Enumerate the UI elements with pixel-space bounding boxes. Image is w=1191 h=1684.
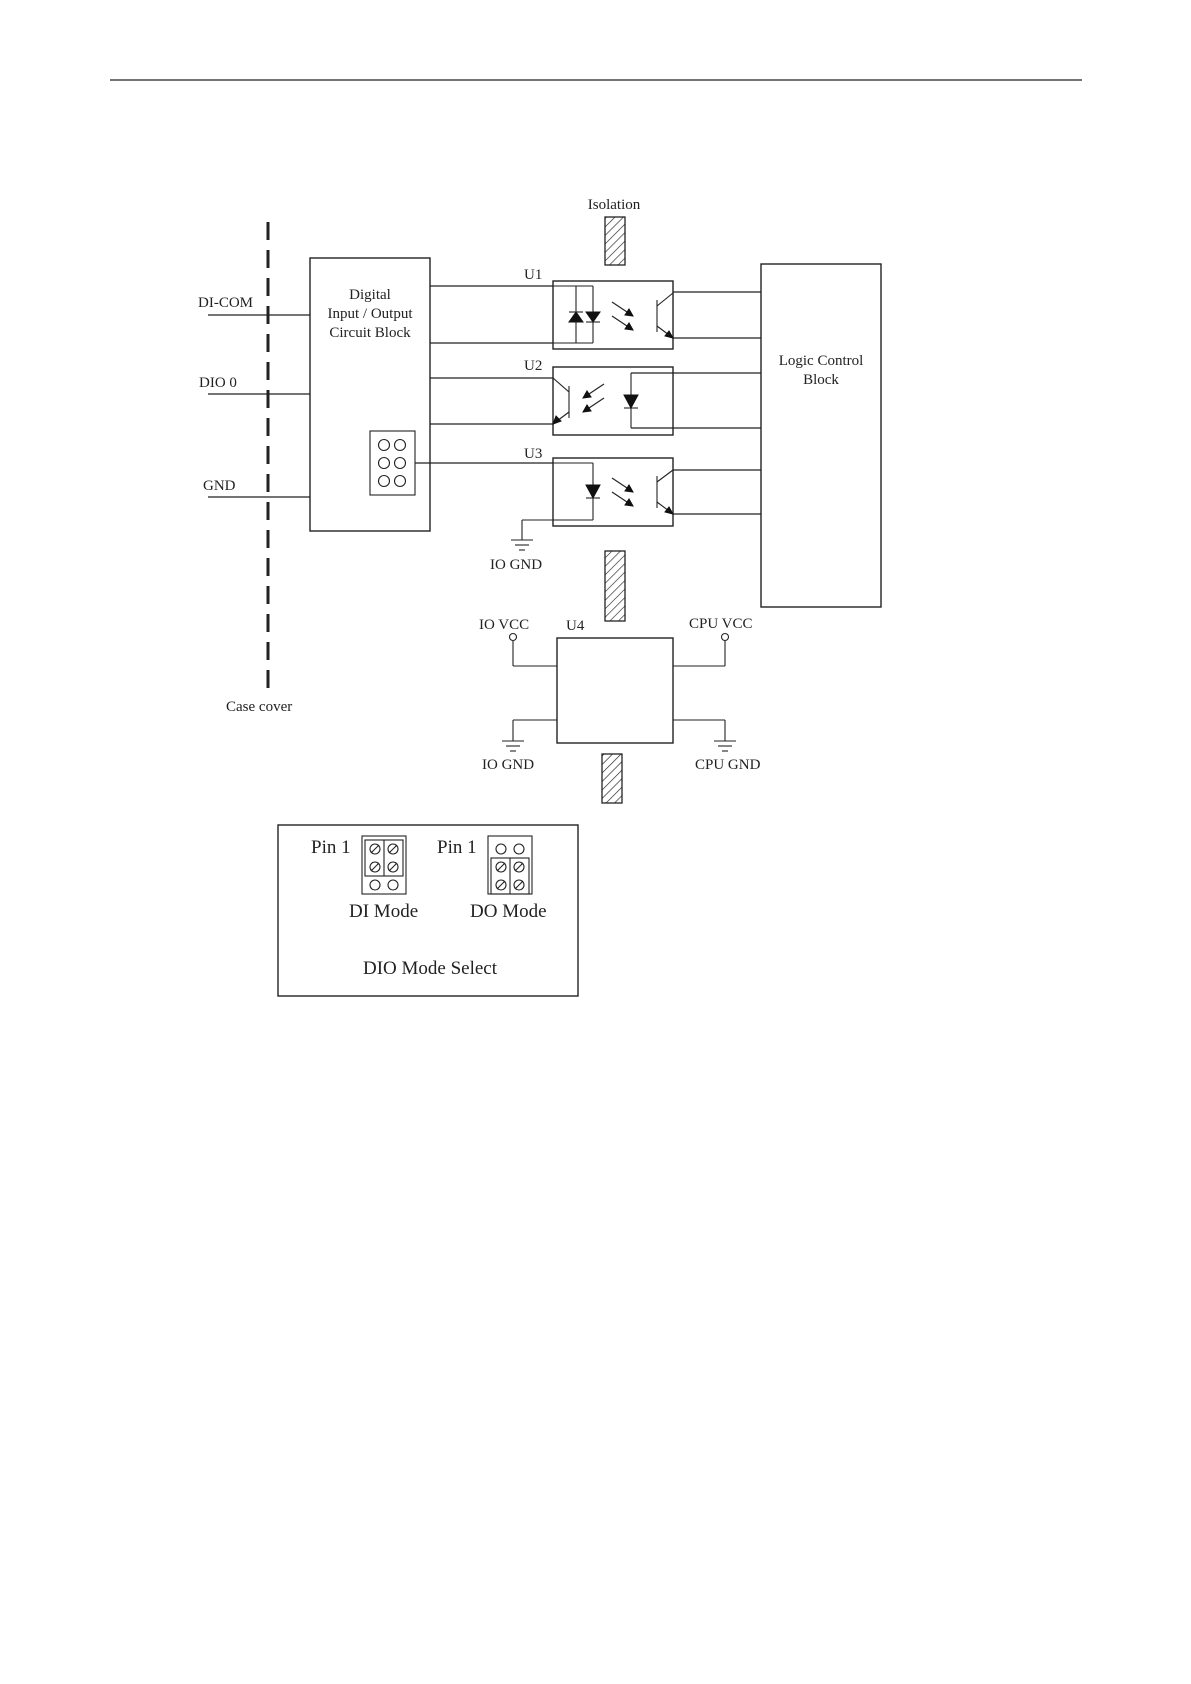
u2-label: U2 xyxy=(524,358,542,374)
u4-label: U4 xyxy=(566,618,585,634)
dio0-label: DIO 0 xyxy=(199,375,237,391)
cpu-gnd-label: CPU GND xyxy=(695,757,761,773)
optocoupler-u1-icon xyxy=(553,281,673,349)
case-cover-label: Case cover xyxy=(226,699,292,715)
optocoupler-u3-icon xyxy=(553,458,673,526)
logic-block-title-1: Logic Control xyxy=(779,353,864,369)
u1-label: U1 xyxy=(524,267,542,283)
io-gnd-bottom-label: IO GND xyxy=(482,757,534,773)
optocoupler-u2-icon xyxy=(553,367,673,435)
isolation-label: Isolation xyxy=(588,197,641,213)
di-com-label: DI-COM xyxy=(198,295,253,311)
cpu-gnd-icon xyxy=(673,720,736,751)
pin1-left-label: Pin 1 xyxy=(311,837,351,858)
dio-mode-select-title: DIO Mode Select xyxy=(363,958,498,979)
io-gnd-top-icon xyxy=(511,520,553,550)
io-vcc-label: IO VCC xyxy=(479,617,529,633)
u3-label: U3 xyxy=(524,446,542,462)
dio-block-title-3: Circuit Block xyxy=(329,325,411,341)
dio-block-title-2: Input / Output xyxy=(328,306,414,322)
dio-block-title-1: Digital xyxy=(349,287,391,303)
io-gnd-bottom-icon xyxy=(502,720,557,751)
logic-block-title-2: Block xyxy=(803,372,839,388)
isolated-power-u4 xyxy=(557,638,673,743)
do-mode-label: DO Mode xyxy=(470,901,547,922)
cpu-vcc-label: CPU VCC xyxy=(689,616,753,632)
io-vcc-terminal-icon xyxy=(510,634,558,667)
cpu-vcc-terminal-icon xyxy=(673,634,729,667)
di-mode-label: DI Mode xyxy=(349,901,418,922)
pin1-right-label: Pin 1 xyxy=(437,837,477,858)
logic-control-block xyxy=(761,264,881,607)
gnd-label: GND xyxy=(203,478,236,494)
isolation-barrier-top xyxy=(605,217,625,265)
isolation-barrier-middle xyxy=(605,551,625,621)
io-gnd-top-label: IO GND xyxy=(490,557,542,573)
isolation-barrier-bottom xyxy=(602,754,622,803)
